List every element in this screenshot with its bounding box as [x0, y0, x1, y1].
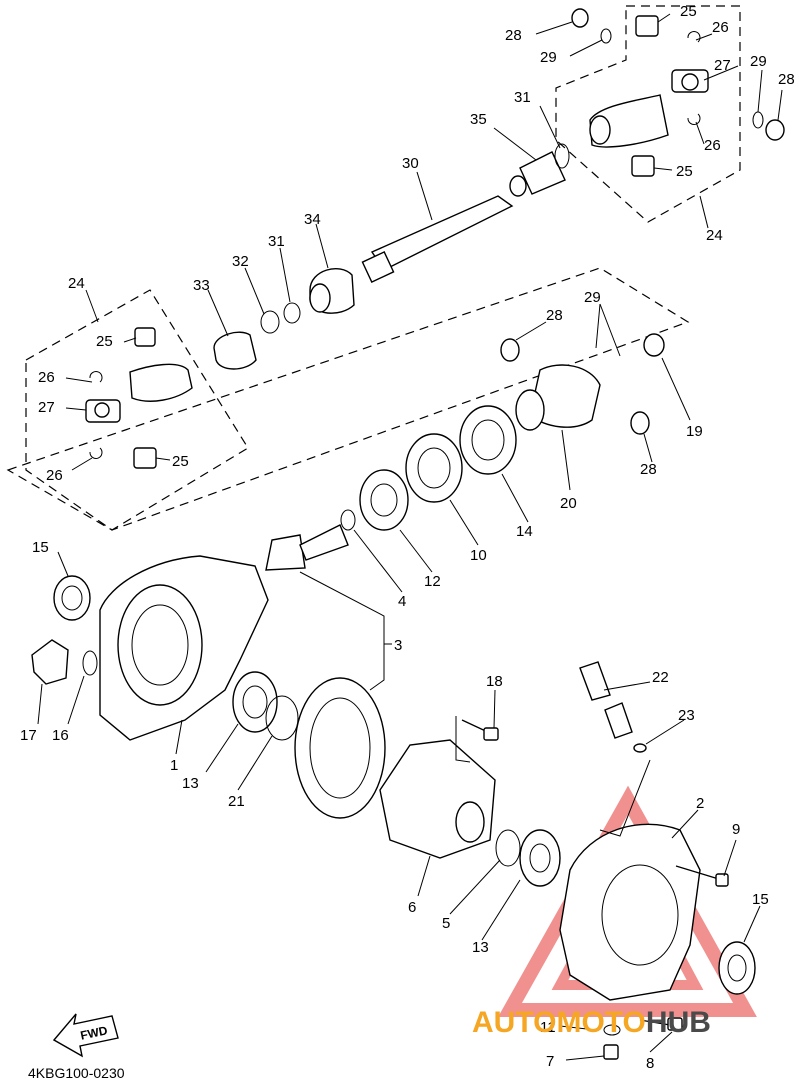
callout-34: 34	[304, 211, 321, 228]
callout-25: 25	[680, 3, 697, 20]
callout-29: 29	[584, 289, 601, 306]
callout-11: 11	[540, 1019, 556, 1036]
callout-15: 15	[32, 539, 49, 556]
callout-28: 28	[640, 461, 657, 478]
gear-case-cover	[559, 823, 756, 1060]
universal-joint-left	[85, 327, 193, 469]
shaft-group-boundary	[6, 267, 690, 531]
callout-31: 31	[268, 233, 285, 250]
callout-3: 3	[394, 637, 402, 654]
diagram-code: 4KBG100-0230	[28, 1065, 125, 1081]
leader-lines	[37, 13, 783, 1061]
callout-8: 8	[646, 1055, 654, 1072]
callout-28: 28	[778, 71, 795, 88]
drive-shaft	[361, 143, 570, 283]
callout-6: 6	[408, 899, 416, 916]
pinion-gear	[265, 524, 349, 571]
callout-17: 17	[20, 727, 37, 744]
callout-26: 26	[46, 467, 63, 484]
yoke-assembly-top-boundary	[555, 5, 741, 223]
watermark-part1: AUTOMOTO	[472, 1006, 646, 1039]
callout-28: 28	[505, 27, 522, 44]
callout-29: 29	[750, 53, 767, 70]
callout-20: 20	[560, 495, 577, 512]
yoke-assembly-left-boundary	[25, 289, 249, 531]
callout-25: 25	[676, 163, 693, 180]
callout-24: 24	[68, 275, 85, 292]
callout-26: 26	[38, 369, 55, 386]
watermark-part2: HUB	[646, 1006, 711, 1039]
callout-23: 23	[678, 707, 695, 724]
gear-case-housing	[99, 555, 269, 741]
fwd-label: FWD	[79, 1023, 109, 1042]
watermark-text: AUTOMOTOHUB	[472, 1006, 711, 1039]
callout-30: 30	[402, 155, 419, 172]
callout-22: 22	[652, 669, 669, 686]
callout-35: 35	[470, 111, 487, 128]
callout-13: 13	[182, 775, 199, 792]
fwd-arrow-icon: FWD	[52, 1013, 119, 1058]
callout-7: 7	[546, 1053, 554, 1070]
callout-27: 27	[714, 57, 731, 74]
callout-21: 21	[228, 793, 245, 810]
callout-26: 26	[712, 19, 729, 36]
universal-joint-top	[571, 8, 785, 177]
callout-9: 9	[732, 821, 740, 838]
differential-assembly	[379, 719, 561, 887]
callout-25: 25	[96, 333, 113, 350]
callout-29: 29	[540, 49, 557, 66]
callout-18: 18	[486, 673, 503, 690]
callout-26: 26	[704, 137, 721, 154]
callout-4: 4	[398, 593, 406, 610]
callout-5: 5	[442, 915, 450, 932]
callout-24: 24	[706, 227, 723, 244]
boot-and-springs	[213, 267, 355, 370]
callout-12: 12	[424, 573, 441, 590]
callout-13: 13	[472, 939, 489, 956]
callout-14: 14	[516, 523, 533, 540]
callout-31: 31	[514, 89, 531, 106]
ring-gear	[232, 671, 386, 819]
left-seals	[31, 575, 98, 685]
callout-33: 33	[193, 277, 210, 294]
callout-32: 32	[232, 253, 249, 270]
bearing-stack	[340, 333, 665, 531]
callout-16: 16	[52, 727, 69, 744]
callout-27: 27	[38, 399, 55, 416]
callout-19: 19	[686, 423, 703, 440]
callout-10: 10	[470, 547, 487, 564]
callout-25: 25	[172, 453, 189, 470]
callout-2: 2	[696, 795, 704, 812]
callout-28: 28	[546, 307, 563, 324]
callout-1: 1	[170, 757, 178, 774]
dowel-pins	[579, 661, 647, 753]
callout-15: 15	[752, 891, 769, 908]
